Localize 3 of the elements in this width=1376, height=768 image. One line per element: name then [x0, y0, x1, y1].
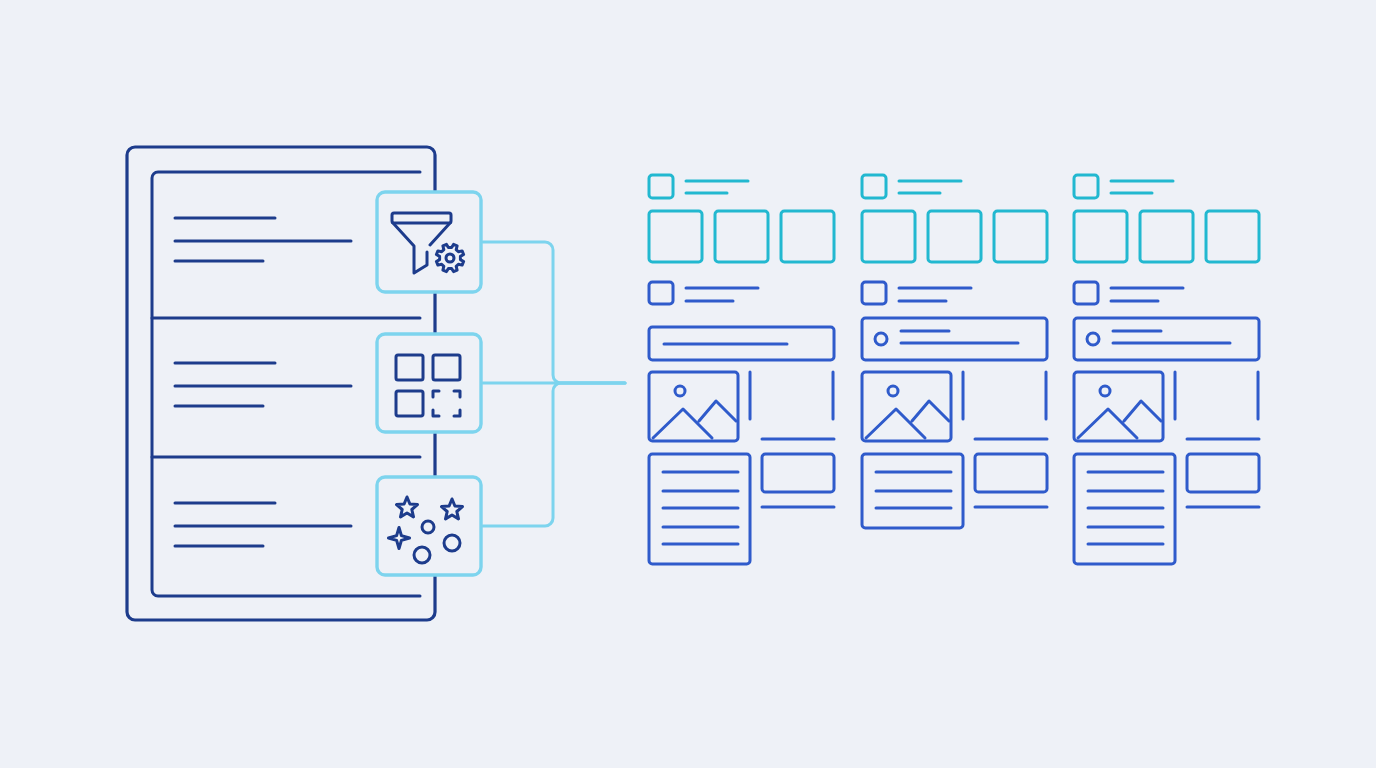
icon-box	[375, 332, 483, 434]
icon-box	[375, 475, 483, 577]
connector-line	[481, 381, 627, 528]
